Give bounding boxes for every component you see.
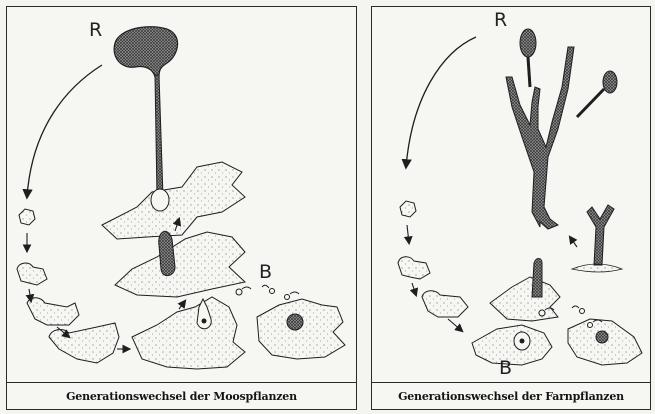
fern-protonema-1 bbox=[398, 257, 430, 279]
label-b: B bbox=[259, 263, 272, 282]
fern-spore bbox=[400, 201, 416, 217]
moss-diagram bbox=[7, 7, 358, 385]
arrow-down-2 bbox=[412, 283, 416, 295]
arrow-up-2 bbox=[179, 301, 185, 309]
young-fern bbox=[587, 205, 614, 265]
sporangium-left bbox=[520, 29, 536, 57]
label-r: R bbox=[494, 11, 507, 30]
protonema-1 bbox=[17, 263, 47, 285]
moss-gametophyte-top bbox=[102, 162, 245, 239]
moss-gametophyte-middle bbox=[115, 232, 245, 297]
moss-spore bbox=[19, 209, 35, 225]
cycle-arrow bbox=[406, 37, 476, 167]
fern-roots bbox=[572, 264, 622, 272]
protonema-3 bbox=[49, 323, 119, 363]
cycle-arrow bbox=[27, 65, 102, 197]
arrow-down-1 bbox=[407, 225, 409, 243]
moss-caption: Generationswechsel der Moospflanzen bbox=[66, 390, 297, 403]
label-r: R bbox=[89, 21, 102, 40]
moss-male-gametophyte bbox=[257, 299, 345, 359]
antheridium bbox=[287, 314, 303, 330]
caption-bar: Generationswechsel der Farnpflanzen bbox=[372, 382, 650, 409]
fern-protonema-2 bbox=[422, 291, 468, 317]
fern-panel: R B Generationswechsel der Farnpflanzen bbox=[371, 6, 651, 410]
protonema-2 bbox=[27, 298, 79, 325]
moss-gametophyte-bottom bbox=[132, 297, 245, 369]
caption-bar: Generationswechsel der Moospflanzen bbox=[7, 382, 356, 409]
label-b: B bbox=[499, 359, 512, 378]
embryo-fern bbox=[532, 259, 542, 298]
archegonium-base bbox=[151, 189, 169, 211]
fern-diagram bbox=[372, 7, 652, 385]
sporophyte-capsule bbox=[114, 27, 177, 77]
fern-sporophyte bbox=[506, 47, 574, 229]
embryo-sporophyte bbox=[159, 231, 175, 275]
arrow-down-3 bbox=[448, 319, 462, 331]
sporophyte-stalk bbox=[155, 75, 163, 197]
sporangium-right bbox=[603, 71, 617, 93]
moss-panel: R B Generationswechsel der Moospflanzen bbox=[6, 6, 357, 410]
moss-sperm bbox=[236, 285, 299, 299]
fern-caption: Generationswechsel der Farnpflanzen bbox=[398, 390, 624, 403]
fern-antheridium bbox=[596, 331, 608, 343]
arrow-up-1 bbox=[570, 237, 577, 247]
fern-prothallium-top bbox=[490, 277, 560, 321]
